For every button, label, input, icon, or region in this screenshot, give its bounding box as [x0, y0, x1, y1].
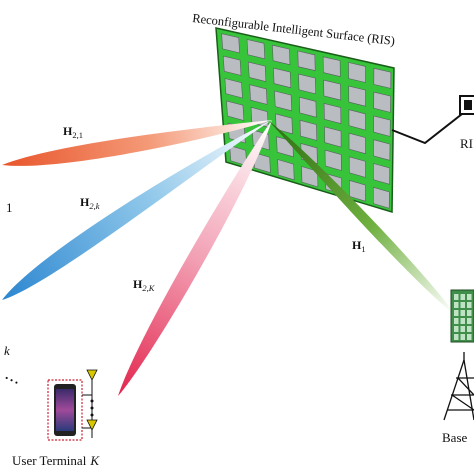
ris-controller-link: [391, 113, 463, 145]
bs-antenna-element: [467, 334, 472, 340]
antenna-icon: [82, 369, 98, 438]
beam-h1: [268, 120, 456, 316]
bs-antenna-element: [467, 294, 472, 300]
ris-element: [323, 79, 341, 101]
ris-element: [247, 61, 267, 82]
user-k-index: k: [4, 343, 10, 358]
ris-element: [322, 56, 341, 77]
controller-icon: [459, 95, 474, 115]
ris-element: [298, 73, 317, 95]
bs-antenna-element: [454, 326, 459, 332]
ris-element: [275, 113, 293, 135]
ris-element: [373, 139, 391, 161]
bs-antenna-array-icon: [450, 289, 474, 343]
bs-antenna-element: [460, 334, 465, 340]
ris-element: [222, 55, 242, 76]
bs-antenna-element: [454, 318, 459, 324]
ris-controller-label: RI: [460, 136, 473, 151]
bs-antenna-element: [454, 334, 459, 340]
bs-antenna-element: [467, 318, 472, 324]
ris-element-grid: [221, 33, 392, 209]
bs-antenna-element: [467, 310, 472, 316]
ris-element: [299, 119, 318, 141]
beam-h21: [2, 120, 272, 166]
bs-antenna-element: [467, 326, 472, 332]
ris-element: [324, 149, 342, 171]
label-h2k: H2,k: [80, 195, 100, 211]
bs-antenna-element: [460, 318, 465, 324]
base-station-label: Base: [442, 430, 468, 445]
ris-element: [348, 132, 366, 155]
ris-element: [372, 186, 390, 209]
bs-antenna-element: [467, 302, 472, 308]
ris-element: [348, 62, 366, 83]
phone-icon: [47, 379, 83, 441]
ris-element: [249, 84, 268, 105]
ris-element: [221, 33, 240, 54]
ris-element: [297, 50, 316, 71]
ris-element: [323, 103, 342, 124]
bs-antenna-element: [460, 294, 465, 300]
ris-element: [273, 67, 292, 89]
bs-antenna-element: [460, 310, 465, 316]
ris-element: [348, 85, 366, 107]
ris-element: [277, 159, 295, 181]
ris-element: [298, 96, 317, 118]
ris-element: [348, 109, 366, 131]
ris-element: [373, 115, 391, 137]
ris-element: [226, 100, 245, 121]
bs-antenna-element: [454, 302, 459, 308]
ris-element: [348, 156, 366, 178]
bs-antenna-element: [454, 310, 459, 316]
ris-element: [373, 163, 391, 185]
ris-element: [373, 67, 392, 89]
ris-element: [373, 91, 391, 113]
bs-antenna-element: [454, 294, 459, 300]
ris-element: [246, 39, 266, 60]
label-h2K: H2,K: [133, 277, 156, 293]
ris-element: [224, 78, 243, 99]
label-h1: H1: [352, 238, 366, 254]
bs-antenna-element: [460, 326, 465, 332]
ris-element: [301, 166, 319, 188]
tower-icon: [443, 352, 474, 421]
ris-element: [349, 179, 366, 202]
beam-h2K: [118, 120, 272, 396]
bs-antenna-element: [460, 302, 465, 308]
user-1-index: 1: [6, 200, 13, 215]
ris-element: [274, 90, 293, 112]
beam-h2k: [2, 120, 272, 300]
ris-panel: [215, 27, 395, 214]
ris-element: [272, 44, 291, 66]
label-h21: H2,1: [63, 124, 83, 140]
user-dots: • • •: [3, 373, 20, 388]
ris-element: [324, 126, 342, 148]
